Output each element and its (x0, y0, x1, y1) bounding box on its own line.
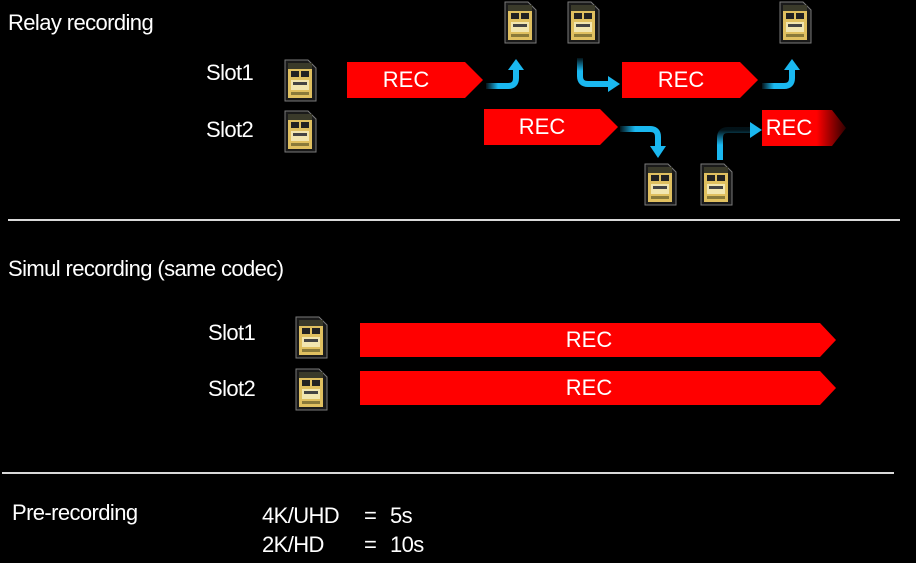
pre-res-4k: 4K/UHD (262, 503, 340, 528)
simul-slot2-label: Slot2 (208, 376, 256, 401)
sd-card-icon (283, 59, 317, 102)
sd-card-icon (283, 110, 317, 153)
simul-slot1-label: Slot1 (208, 320, 256, 345)
flow-arrow-icon (577, 58, 620, 92)
pre-val-4k: 5s (390, 503, 413, 528)
pre-val-2k: 10s (390, 532, 424, 557)
section-divider (8, 219, 900, 221)
relay-section-title: Relay recording (8, 10, 154, 35)
relay-slot2-label: Slot2 (206, 117, 254, 142)
sd-card-icon (643, 163, 677, 206)
flow-arrow-icon (762, 59, 800, 89)
flow-arrow-icon (486, 59, 524, 89)
pre-row-2k: 2K/HD (262, 532, 324, 558)
sd-card-icon (503, 1, 537, 44)
section-divider (2, 472, 894, 474)
pre-eq: = (364, 503, 377, 528)
simul-rec-bar-slot2: REC (360, 371, 836, 405)
rec-label: REC (565, 375, 613, 400)
relay-rec-bar-fading: REC (762, 110, 846, 146)
relay-rec-bar: REC (622, 62, 758, 98)
sd-card-icon (699, 163, 733, 206)
flow-arrow-icon (620, 126, 666, 158)
rec-label: REC (565, 327, 613, 352)
pre-res-2k: 2K/HD (262, 532, 324, 557)
relay-rec-bar: REC (347, 62, 483, 98)
simul-rec-bar-slot1: REC (360, 323, 836, 357)
rec-label: REC (657, 67, 705, 92)
relay-slot1-label: Slot1 (206, 60, 254, 85)
rec-label: REC (518, 114, 566, 139)
relay-rec-bar: REC (484, 109, 618, 145)
pre-row-4k: 4K/UHD (262, 503, 340, 529)
pre-eq: = (364, 532, 377, 557)
sd-card-icon (294, 368, 328, 411)
rec-label: REC (382, 67, 430, 92)
sd-card-icon (566, 1, 600, 44)
flow-arrow-icon (717, 122, 762, 160)
sd-card-icon (778, 1, 812, 44)
simul-section-title: Simul recording (same codec) (8, 256, 284, 281)
pre-section-title: Pre-recording (12, 500, 138, 525)
rec-label: REC (765, 115, 813, 140)
sd-card-icon (294, 316, 328, 359)
